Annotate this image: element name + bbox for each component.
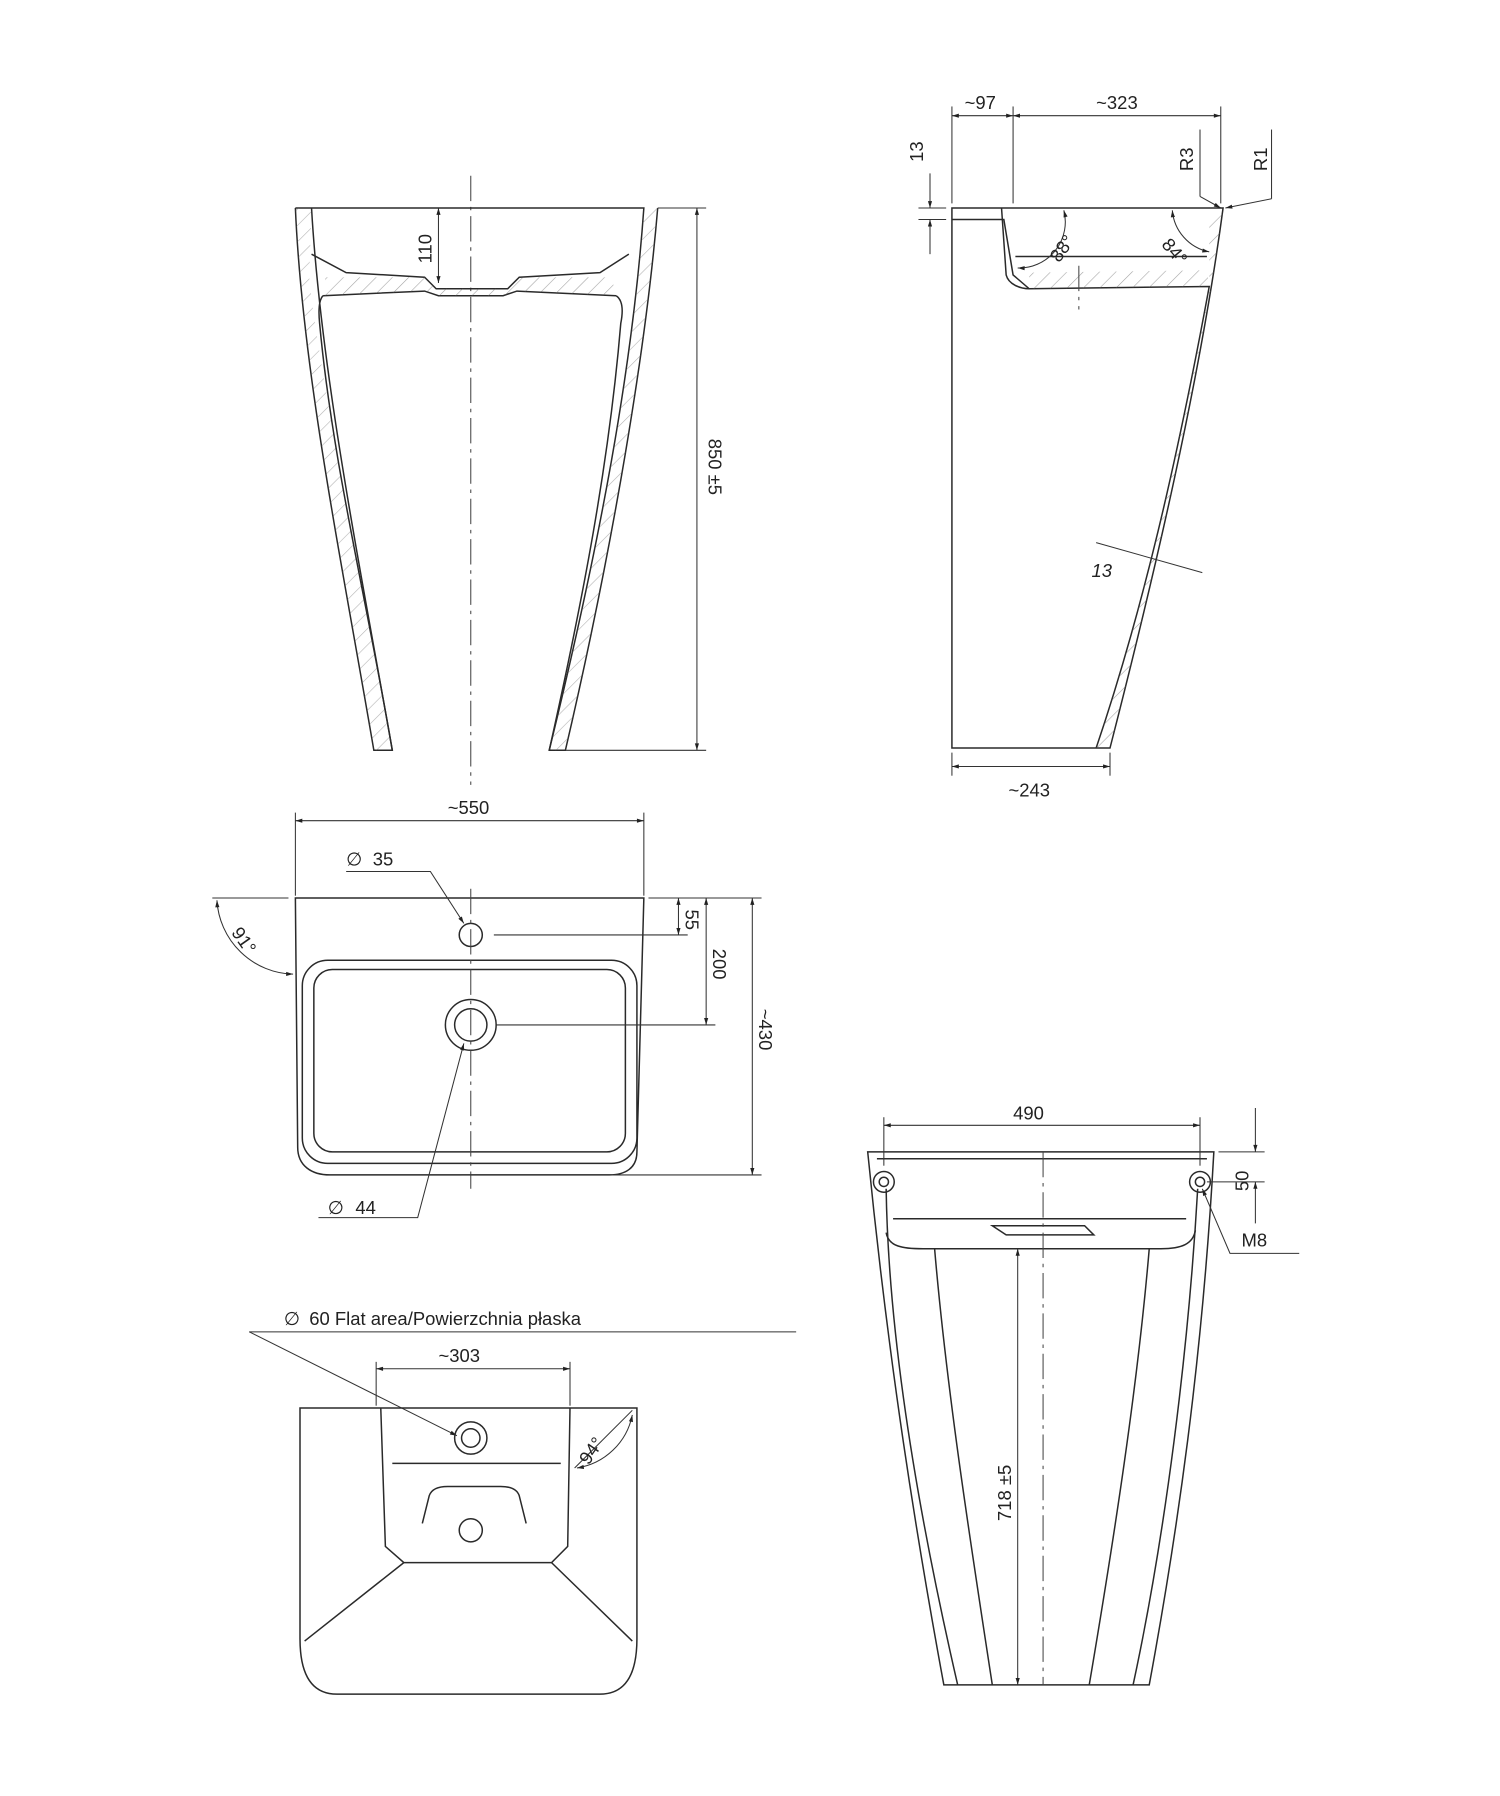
dim-bowl-length: ~323 bbox=[1096, 92, 1138, 113]
dim-drain-offset: 200 bbox=[709, 949, 730, 980]
angle-88: 88° bbox=[1045, 231, 1078, 266]
diameter-symbol: ∅ bbox=[346, 849, 362, 870]
dim-mount-height: 50 bbox=[1231, 1171, 1252, 1192]
dim-opening-height: 718 ±5 bbox=[994, 1465, 1015, 1521]
dim-base-depth: ~243 bbox=[1008, 779, 1050, 800]
dim-rim-offset: ~97 bbox=[965, 92, 996, 113]
dim-rim-thickness: 13 bbox=[906, 141, 927, 162]
front-section-view: 110 850 ±5 bbox=[294, 175, 725, 785]
dim-opening-width: ~303 bbox=[438, 1345, 480, 1366]
top-view: ~550 ∅ 35 55 200 ~430 91° ∅ 44 bbox=[212, 797, 776, 1218]
dim-drain-hole: 44 bbox=[355, 1197, 376, 1218]
label-flat-area: 60 Flat area/Powierzchnia płaska bbox=[309, 1308, 582, 1329]
diameter-symbol-drain: ∅ bbox=[328, 1197, 344, 1218]
angle-84: 84° bbox=[1158, 234, 1192, 269]
angle-91: 91° bbox=[227, 923, 260, 958]
dim-height-850: 850 ±5 bbox=[704, 439, 725, 495]
dim-mount-spacing: 490 bbox=[1013, 1103, 1044, 1124]
label-bolt-m8: M8 bbox=[1242, 1229, 1268, 1250]
side-section-view: ~97 ~323 13 R3 R1 88° 84° 13 ~243 bbox=[906, 92, 1273, 800]
dim-tap-hole: 35 bbox=[373, 849, 394, 870]
dim-depth-430: ~430 bbox=[755, 1009, 776, 1051]
rear-view: 490 50 M8 718 ±5 bbox=[866, 1103, 1300, 1686]
diameter-symbol-flat: ∅ bbox=[284, 1308, 300, 1329]
dim-wall-thickness: 13 bbox=[1092, 560, 1113, 581]
radius-r3: R3 bbox=[1176, 147, 1197, 171]
dim-width-550: ~550 bbox=[448, 797, 490, 818]
dim-depth-110: 110 bbox=[415, 234, 436, 263]
dim-tap-offset: 55 bbox=[681, 910, 702, 931]
radius-r1: R1 bbox=[1250, 147, 1271, 171]
bottom-view: ∅ 60 Flat area/Powierzchnia płaska ~303 … bbox=[248, 1308, 797, 1695]
